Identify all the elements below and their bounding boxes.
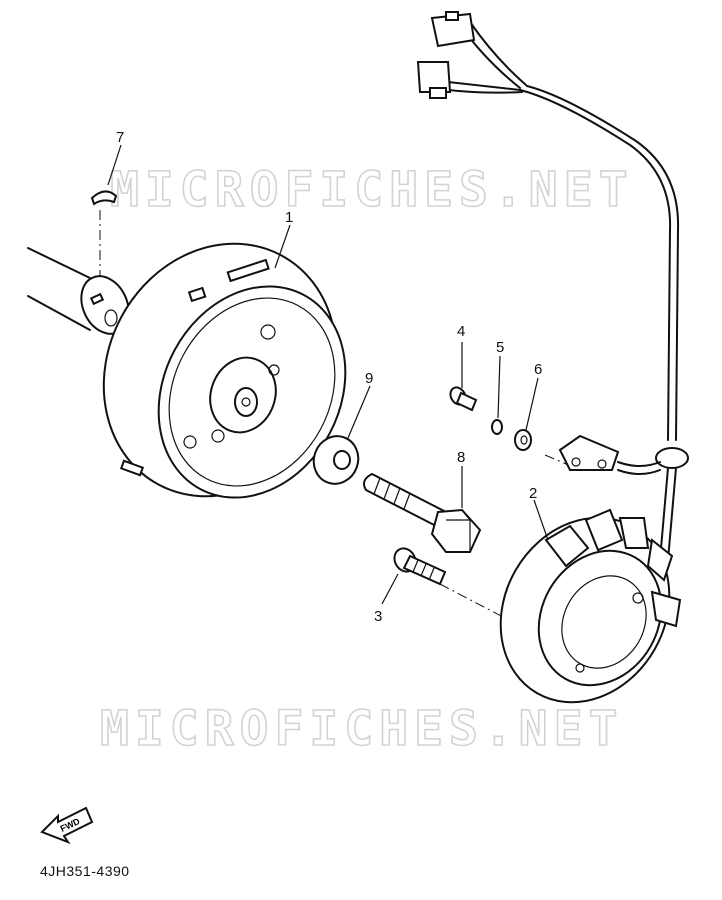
pickup-coil — [558, 434, 620, 471]
callout-3: 3 — [374, 608, 382, 625]
screw — [449, 386, 478, 412]
stator-bolt — [393, 547, 447, 586]
callout-4: 4 — [457, 323, 465, 340]
wiring-harness — [416, 11, 689, 561]
crankshaft-end — [27, 247, 130, 335]
callout-9: 9 — [365, 370, 373, 387]
stator-coil — [499, 508, 682, 704]
woodruff-key — [90, 190, 118, 206]
fwd-arrow: FWD — [40, 806, 94, 845]
flange-bolt — [363, 472, 482, 553]
callout-6: 6 — [534, 361, 542, 378]
leader-lines — [107, 144, 549, 605]
plate-washer — [312, 435, 360, 485]
callout-8: 8 — [457, 449, 465, 466]
rotor-flywheel — [102, 242, 347, 499]
callout-7: 7 — [116, 129, 124, 146]
plain-washer — [514, 429, 532, 451]
watermark-bottom: MICROFICHES.NET — [100, 701, 623, 757]
callout-5: 5 — [496, 339, 504, 356]
callout-2: 2 — [529, 485, 537, 502]
watermark-top: MICROFICHES.NET — [110, 162, 633, 218]
diagram-code: 4JH351-4390 — [40, 863, 130, 879]
lock-washer — [491, 419, 503, 435]
callout-1: 1 — [285, 209, 293, 226]
